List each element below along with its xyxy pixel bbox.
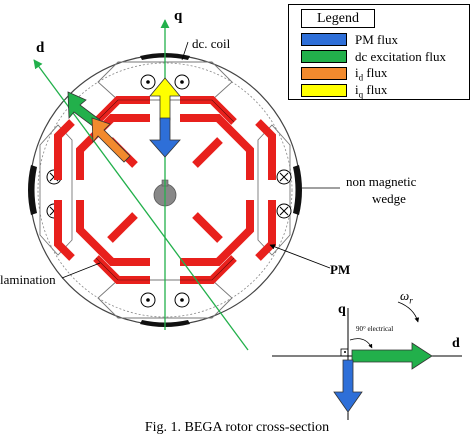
coil-conductors-right — [276, 169, 292, 219]
lamination-pointer — [61, 262, 101, 279]
legend-swatch-id-flux — [301, 67, 347, 80]
coil-slot-right — [257, 124, 291, 256]
inset-right-angle — [340, 348, 349, 357]
wedge-right — [293, 165, 302, 215]
pm-label: PM — [330, 262, 351, 277]
legend-box: Legend PM flux dc excitation flux id flu… — [288, 4, 470, 100]
d-axis-label: d — [36, 40, 45, 56]
dc-coil-pointer — [181, 41, 189, 61]
legend-title: Legend — [301, 9, 375, 28]
legend-label-dc-flux: dc excitation flux — [355, 48, 446, 64]
pm-flux-arrow — [149, 117, 181, 158]
legend-row-id-flux: id flux — [301, 64, 388, 83]
legend-row-iq-flux: iq flux — [301, 81, 388, 100]
omega-sub: r — [409, 295, 413, 306]
lamination-label: lamination — [0, 272, 56, 287]
wedge-left — [28, 165, 37, 215]
coil-conductors-bottom — [140, 292, 190, 308]
omega-symbol: ω — [400, 288, 410, 303]
dc-coil-label: dc. coil — [192, 36, 231, 51]
rotor-inner-outline — [37, 62, 293, 318]
inset-q-label: q — [338, 302, 346, 317]
inset-green-arrow — [351, 342, 433, 370]
omega-label: ωr — [400, 288, 413, 306]
pm-pointer — [269, 244, 331, 269]
legend-label-iq-rest: flux — [363, 81, 388, 97]
coil-slot-left — [39, 124, 73, 256]
id-flux-arrow — [91, 117, 131, 163]
legend-label-id-sub: d — [358, 72, 364, 83]
legend-label-pm-flux: PM flux — [355, 31, 398, 47]
legend-label-iq-i: i — [355, 81, 359, 97]
non-magnetic-label: non magnetic — [346, 174, 417, 189]
legend-label-id-rest: flux — [363, 64, 388, 80]
omega-arc — [397, 301, 420, 323]
legend-label-iq-sub: q — [358, 89, 364, 100]
legend-row-pm-flux: PM flux — [301, 32, 398, 47]
q-axis-label: q — [174, 8, 183, 24]
wedge-label: wedge — [372, 191, 406, 206]
iq-flux-arrow — [149, 77, 181, 121]
inset-angle-arc — [349, 338, 373, 349]
inset-blue-arrow — [333, 359, 363, 413]
vector-inset — [272, 301, 462, 420]
inset-angle-label: 90° electrical — [356, 325, 394, 333]
figure-caption: Fig. 1. BEGA rotor cross-section — [144, 420, 330, 435]
legend-swatch-pm-flux — [301, 33, 347, 46]
legend-swatch-iq-flux — [301, 84, 347, 97]
legend-label-id-i: i — [355, 64, 359, 80]
legend-row-dc-flux: dc excitation flux — [301, 49, 446, 64]
inset-d-label: d — [452, 336, 460, 351]
coil-conductors-top — [140, 74, 190, 90]
legend-swatch-dc-flux — [301, 50, 347, 63]
